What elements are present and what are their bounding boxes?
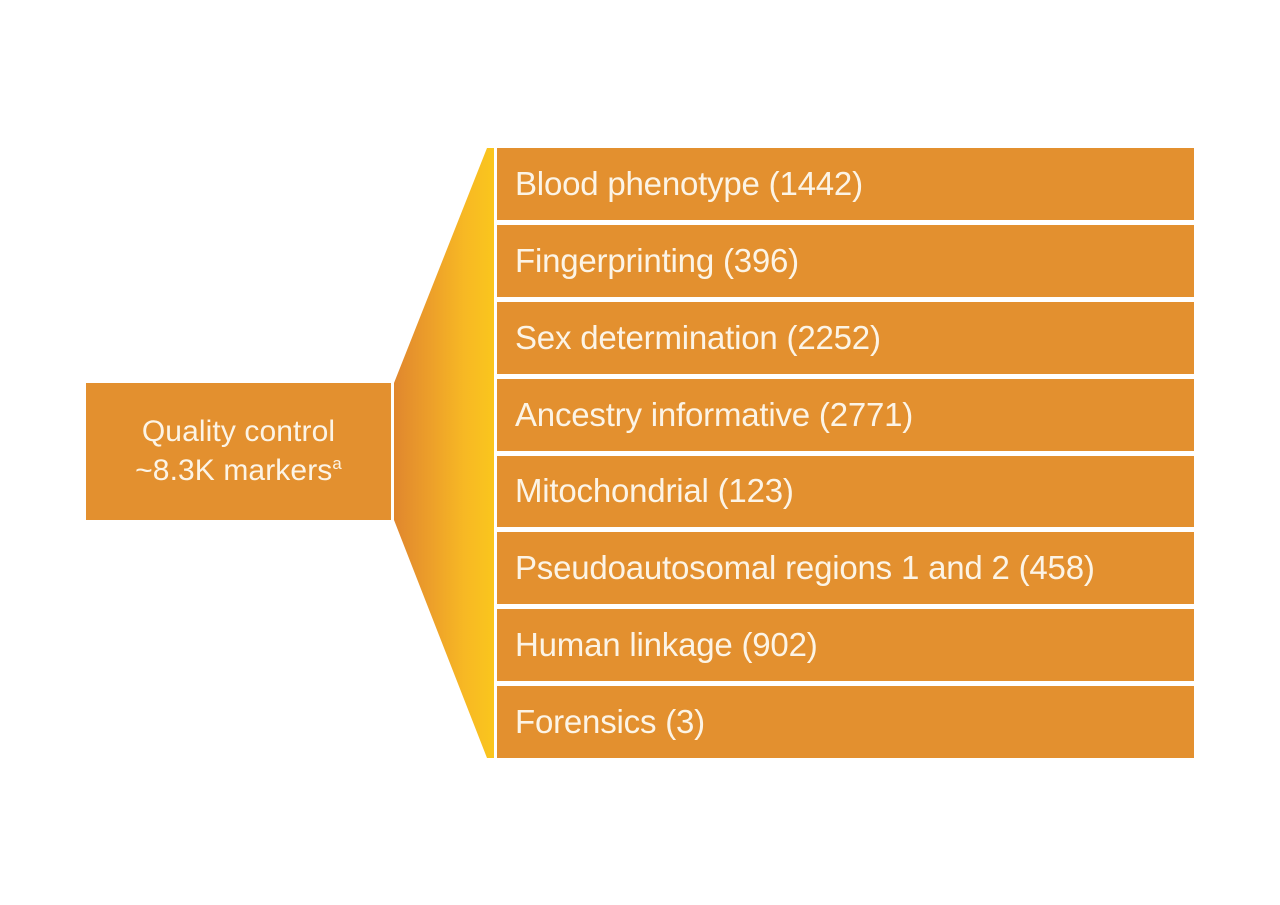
category-label: Human linkage (902) <box>515 626 818 664</box>
funnel-polygon <box>394 148 494 758</box>
funnel-chevron-connector <box>394 148 495 758</box>
category-bar-list: Blood phenotype (1442) Fingerprinting (3… <box>497 148 1194 758</box>
source-box-line-1: Quality control <box>141 415 336 449</box>
category-label: Pseudoautosomal regions 1 and 2 (458) <box>515 549 1095 587</box>
category-label: Mitochondrial (123) <box>515 472 794 510</box>
source-box-line-2-text: ~8.3K markers <box>135 453 333 487</box>
category-label: Ancestry informative (2771) <box>515 395 914 433</box>
source-box-quality-control[interactable]: Quality control ~8.3K markersa <box>86 383 391 520</box>
category-label: Blood phenotype (1442) <box>515 164 863 202</box>
category-row-forensics[interactable]: Forensics (3) <box>497 686 1194 758</box>
category-row-human-linkage[interactable]: Human linkage (902) <box>497 609 1194 682</box>
category-label: Forensics (3) <box>515 703 705 741</box>
category-row-blood-phenotype[interactable]: Blood phenotype (1442) <box>497 148 1194 220</box>
category-row-ancestry-informative[interactable]: Ancestry informative (2771) <box>497 378 1194 451</box>
source-box-line-2: ~8.3K markersa <box>135 452 342 490</box>
category-label: Sex determination (2252) <box>515 318 881 356</box>
category-label: Fingerprinting (396) <box>515 241 799 279</box>
source-box-footnote-marker: a <box>332 453 342 473</box>
category-row-sex-determination[interactable]: Sex determination (2252) <box>497 301 1194 374</box>
funnel-chevron-shape <box>394 148 494 758</box>
category-row-mitochondrial[interactable]: Mitochondrial (123) <box>497 455 1194 528</box>
category-row-fingerprinting[interactable]: Fingerprinting (396) <box>497 224 1194 297</box>
category-row-pseudoautosomal-regions[interactable]: Pseudoautosomal regions 1 and 2 (458) <box>497 532 1194 605</box>
